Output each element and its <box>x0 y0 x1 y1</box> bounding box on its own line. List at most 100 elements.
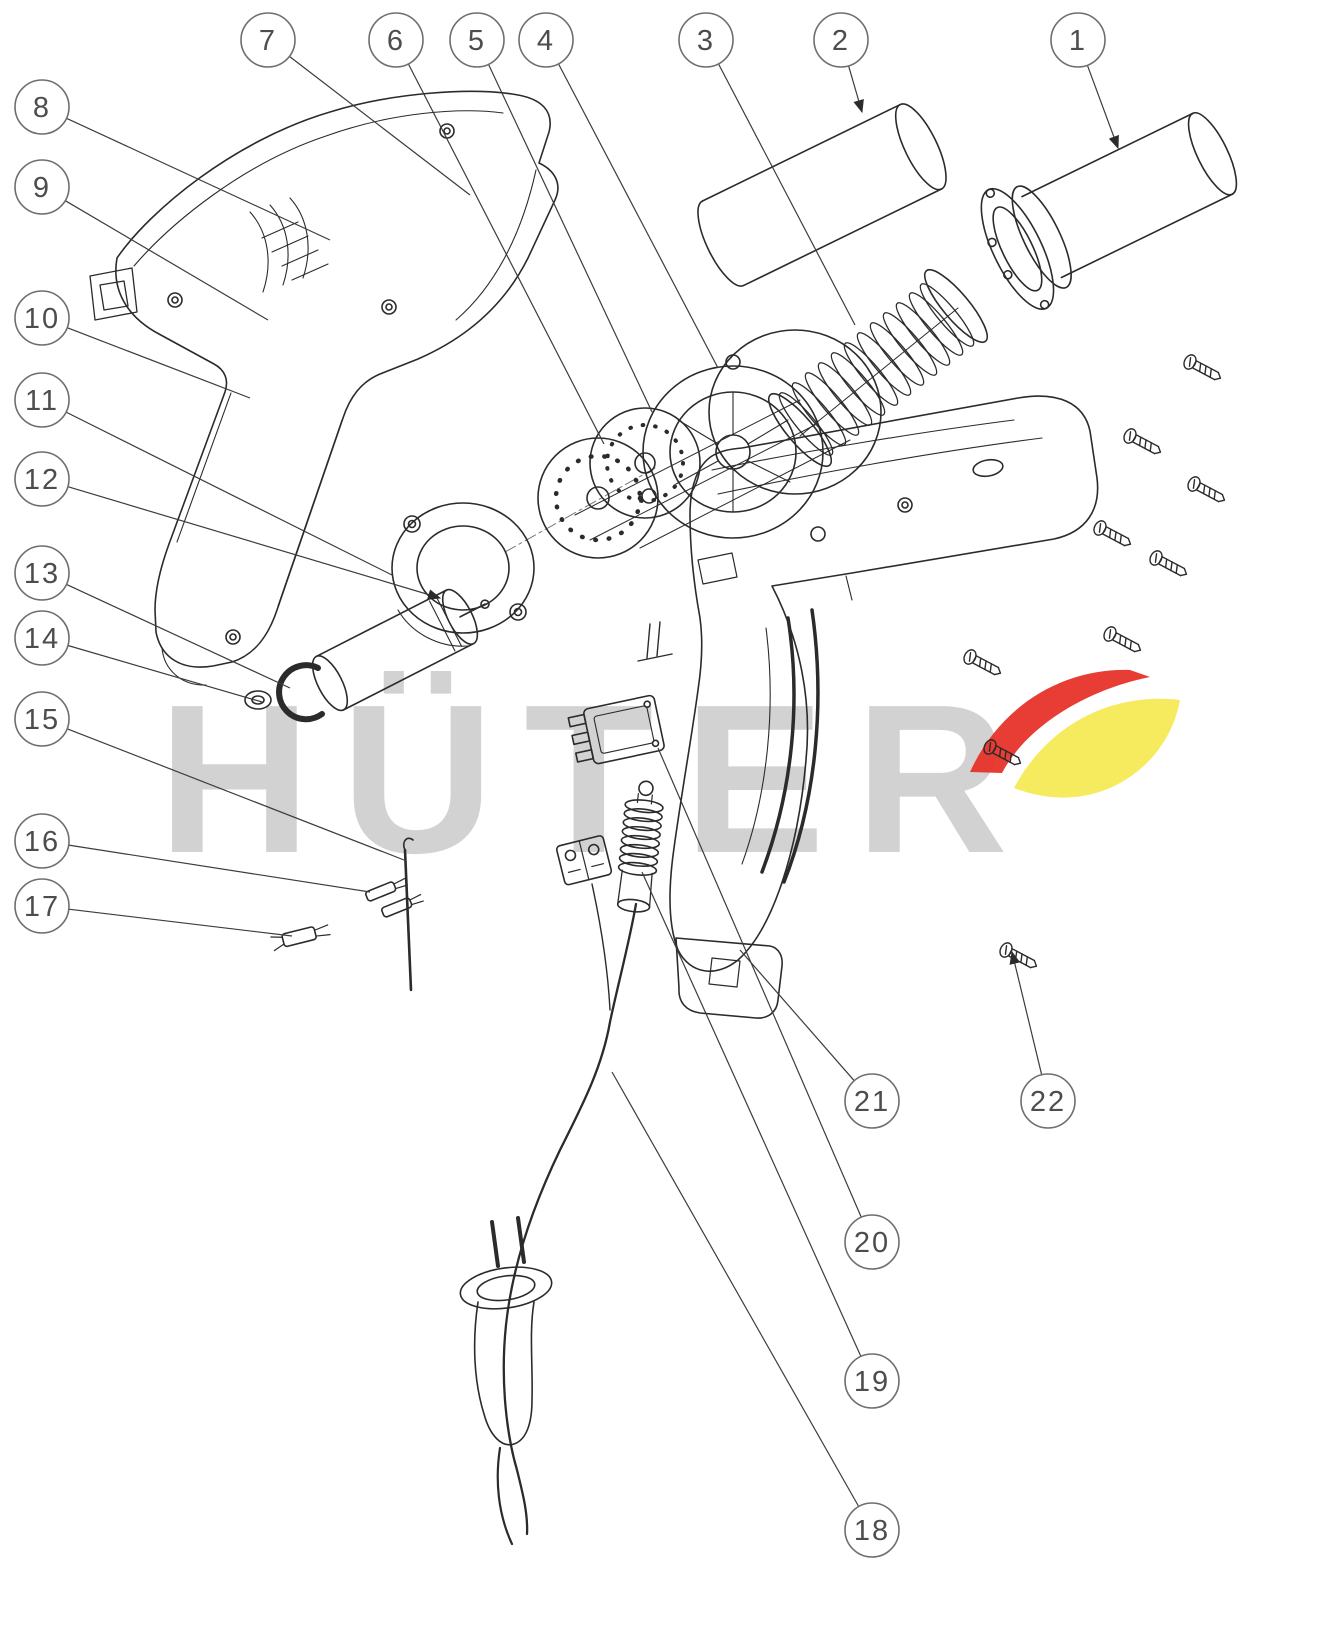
screw <box>1180 351 1225 386</box>
callout-10: 10 <box>14 290 251 399</box>
screw <box>1146 547 1191 582</box>
coil-ring <box>902 286 970 362</box>
callout-number: 5 <box>468 25 486 57</box>
callout-7: 7 <box>240 12 471 196</box>
callout-9: 9 <box>14 159 269 321</box>
callout-number: 17 <box>24 891 60 923</box>
callout-leader-line <box>1086 65 1119 150</box>
callout-circle <box>518 12 574 68</box>
callout-leader-line <box>66 728 405 861</box>
callout-19: 19 <box>641 871 900 1409</box>
callout-leader-line <box>1009 950 1043 1075</box>
callout-number: 15 <box>24 704 60 736</box>
screw <box>1100 623 1145 658</box>
callout-2: 2 <box>813 12 869 114</box>
callout-circle <box>813 12 869 68</box>
washer <box>244 690 272 710</box>
cord-wire <box>591 883 611 1011</box>
coil-ring <box>785 376 853 452</box>
support-rods <box>574 399 851 549</box>
callout-number: 20 <box>854 1227 890 1259</box>
watermark-text: HÜTER <box>158 660 1038 897</box>
callout-circle <box>678 12 734 68</box>
motor-mount-ring <box>391 502 535 647</box>
callout-circle <box>14 79 70 135</box>
callout-circle <box>1020 1073 1076 1129</box>
callout-17: 17 <box>14 878 293 937</box>
coil-ring <box>850 326 918 402</box>
callout-number: 4 <box>537 25 555 57</box>
thermostat <box>616 780 664 913</box>
terminal-block <box>555 835 613 886</box>
contact-rod <box>402 837 414 992</box>
coil-ring <box>889 296 957 372</box>
callout-leader-line <box>289 55 471 196</box>
callout-leader-line <box>848 65 864 114</box>
callout-number: 18 <box>854 1515 890 1547</box>
callout-leader-line <box>66 583 291 689</box>
screw <box>1184 473 1229 508</box>
callout-circle <box>14 545 70 601</box>
callout-14: 14 <box>14 610 263 703</box>
watermark-red-swoosh <box>970 669 1150 773</box>
callout-circle <box>1050 12 1106 68</box>
callout-number: 3 <box>697 25 715 57</box>
callout-circle <box>449 12 505 68</box>
screw <box>996 939 1041 974</box>
callout-leader-line <box>657 747 862 1218</box>
callout-5: 5 <box>449 12 653 413</box>
callout-number: 9 <box>33 172 51 204</box>
callout-leader-line <box>407 63 605 445</box>
right-housing <box>669 395 1099 1019</box>
callout-circle <box>844 1214 900 1270</box>
callout-circle <box>14 610 70 666</box>
callout-number: 2 <box>832 25 850 57</box>
callout-leader-line <box>66 327 251 399</box>
callout-number: 16 <box>24 826 60 858</box>
callout-leader-line <box>717 63 856 326</box>
callout-circle <box>844 1502 900 1558</box>
callout-circle <box>14 878 70 934</box>
callout-leader-line <box>487 64 653 413</box>
screw <box>1090 517 1135 552</box>
callout-8: 8 <box>14 79 331 241</box>
power-plug <box>459 1216 553 1546</box>
callout-number: 21 <box>854 1086 890 1118</box>
callout-circle <box>14 159 70 215</box>
callout-number: 13 <box>24 558 60 590</box>
inner-tube <box>697 103 947 287</box>
callout-number: 10 <box>24 303 60 335</box>
callout-number: 22 <box>1030 1086 1066 1118</box>
callout-leader-line <box>68 908 293 937</box>
watermark: HÜTER <box>158 660 1180 897</box>
callout-number: 12 <box>24 464 60 496</box>
mica-discs <box>537 407 701 559</box>
callout-6: 6 <box>368 12 605 445</box>
switch-pins <box>637 621 673 662</box>
callout-leader-line <box>66 117 331 241</box>
left-housing <box>89 90 559 686</box>
callout-number: 7 <box>259 25 277 57</box>
callout-circle <box>14 290 70 346</box>
switch <box>567 694 665 765</box>
callout-circle <box>844 1073 900 1129</box>
callout-3: 3 <box>678 12 856 326</box>
callout-number: 8 <box>33 92 51 124</box>
callout-circle <box>14 451 70 507</box>
callout-number: 11 <box>25 385 59 417</box>
fan-guard <box>641 329 882 542</box>
callout-circle <box>14 691 70 747</box>
callout-22: 22 <box>1009 950 1076 1129</box>
callout-leader-line <box>67 486 442 600</box>
center-axis-line <box>504 467 656 553</box>
callout-16: 16 <box>14 813 371 893</box>
coil-ring <box>798 366 866 442</box>
power-cord <box>502 902 638 1536</box>
callout-12: 12 <box>14 451 442 600</box>
callout-21: 21 <box>739 949 900 1129</box>
callout-leader-line <box>557 63 719 369</box>
callout-number: 14 <box>24 623 60 655</box>
